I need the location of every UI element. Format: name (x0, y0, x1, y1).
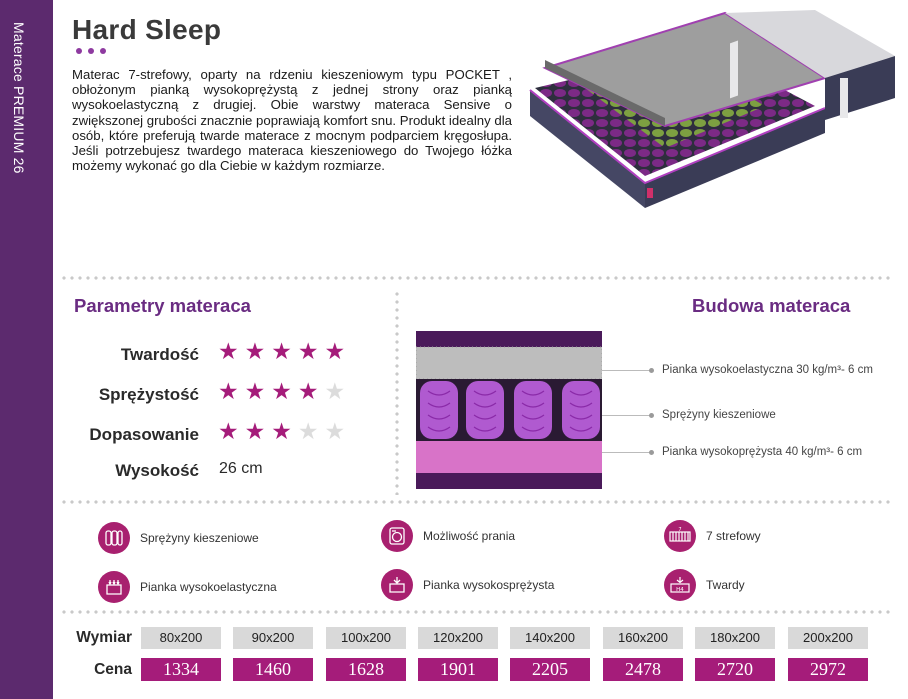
springs-icon (98, 522, 130, 554)
mattress-image (529, 10, 895, 208)
star-empty-icon: ★ (324, 379, 346, 405)
star-icon: ★ (297, 379, 319, 405)
price-cell: 1628 (326, 658, 406, 681)
size-cell: 120x200 (418, 627, 498, 649)
layer-label-springs: Sprężyny kieszeniowe (662, 409, 776, 421)
leader-line (602, 413, 654, 418)
separator-vertical (395, 290, 399, 495)
feature-seven-zones: 7 7 strefowy (664, 520, 761, 552)
sidebar-title: Materace PREMIUM 26 (11, 22, 27, 174)
feature-foam-resilient: Pianka wysokosprężysta (381, 569, 554, 601)
star-icon: ★ (244, 419, 266, 445)
star-icon: ★ (218, 419, 239, 445)
separator-middle (60, 500, 890, 504)
feature-label: Sprężyny kieszeniowe (140, 531, 259, 545)
leader-line (602, 450, 654, 455)
price-cell: 1901 (418, 658, 498, 681)
star-icon: ★ (244, 339, 266, 365)
star-icon: ★ (244, 379, 266, 405)
feature-springs: Sprężyny kieszeniowe (98, 522, 259, 554)
param-label-hardness: Twardość (120, 345, 199, 364)
layer-label-bottom: Pianka wysokoprężysta 40 kg/m³- 6 cm (662, 446, 863, 458)
product-description: Materac 7-strefowy, oparty na rdzeniu ki… (72, 67, 512, 174)
size-cell: 100x200 (326, 627, 406, 649)
rating-hardness: ★ ★ ★ ★ ★ (218, 341, 345, 364)
star-icon: ★ (271, 419, 292, 445)
mattress-layers-diagram (416, 331, 602, 489)
size-cell: 200x200 (788, 627, 868, 649)
price-cell: 2205 (510, 658, 590, 681)
feature-foam-elastic: Pianka wysokoelastyczna (98, 571, 277, 603)
rating-fit: ★ ★ ★ ★ ★ (218, 421, 345, 444)
feature-hard: H4 Twardy (664, 569, 745, 601)
param-height-value: 26 cm (219, 460, 263, 477)
layer-label-top: Pianka wysokoelastyczna 30 kg/m³- 6 cm (662, 364, 873, 376)
separator-top (60, 276, 890, 280)
price-cell: 1334 (141, 658, 221, 681)
sidebar: Materace PREMIUM 26 (0, 0, 53, 699)
washing-machine-icon (381, 520, 413, 552)
feature-label: Twardy (706, 578, 745, 592)
star-icon: ★ (297, 339, 319, 365)
param-label-height: Wysokość (115, 461, 199, 480)
size-cell: 90x200 (233, 627, 313, 649)
price-cell: 2972 (788, 658, 868, 681)
star-icon: ★ (271, 379, 292, 405)
star-icon: ★ (324, 339, 346, 365)
price-cell: 2720 (695, 658, 775, 681)
star-empty-icon: ★ (297, 419, 319, 445)
title-dots-decoration (76, 48, 106, 54)
size-cell: 140x200 (510, 627, 590, 649)
price-row-label: Cena (94, 661, 132, 678)
foam-elastic-icon (98, 571, 130, 603)
price-cell: 1460 (233, 658, 313, 681)
product-title: Hard Sleep (72, 14, 222, 45)
param-label-elasticity: Sprężystość (98, 385, 199, 404)
rating-elasticity: ★ ★ ★ ★ ★ (218, 381, 345, 404)
hardness-icon: H4 (664, 569, 696, 601)
hardness-badge: H4 (676, 587, 684, 593)
star-icon: ★ (271, 339, 292, 365)
size-cell: 180x200 (695, 627, 775, 649)
size-cell: 80x200 (141, 627, 221, 649)
star-icon: ★ (218, 339, 239, 365)
leader-line (602, 368, 654, 373)
seven-zones-icon: 7 (664, 520, 696, 552)
foam-resilient-icon (381, 569, 413, 601)
size-cell: 160x200 (603, 627, 683, 649)
star-icon: ★ (218, 379, 239, 405)
feature-label: Pianka wysokoelastyczna (140, 580, 277, 594)
param-label-fit: Dopasowanie (89, 425, 199, 444)
separator-bottom (60, 610, 890, 614)
feature-label: Możliwość prania (423, 529, 516, 543)
svg-text:7: 7 (678, 527, 681, 533)
star-empty-icon: ★ (324, 419, 346, 445)
feature-label: 7 strefowy (706, 529, 761, 543)
construction-title: Budowa materaca (692, 295, 851, 316)
parameters-title: Parametry materaca (74, 295, 251, 316)
price-cell: 2478 (603, 658, 683, 681)
feature-label: Pianka wysokosprężysta (423, 578, 555, 592)
feature-washable: Możliwość prania (381, 520, 515, 552)
size-row-label: Wymiar (76, 629, 132, 646)
